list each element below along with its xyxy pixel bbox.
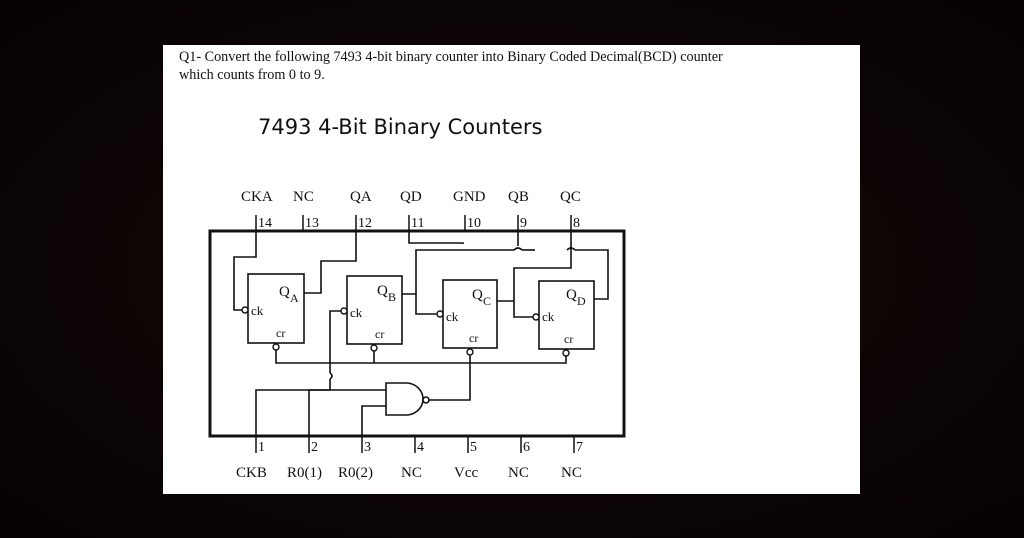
pin-number: 4 xyxy=(417,440,424,455)
cr-label-d: cr xyxy=(564,332,573,346)
pin-number: 14 xyxy=(258,216,272,231)
pin-2: 2 R0(1) xyxy=(287,436,322,481)
nand-gate xyxy=(385,382,430,416)
q-sub-a: A xyxy=(290,291,299,305)
pin-13: 13 NC xyxy=(293,189,319,231)
pin-number: 13 xyxy=(305,216,319,231)
clock-bubble-b xyxy=(340,307,348,315)
diagram-title: 7493 4-Bit Binary Counters xyxy=(258,115,543,139)
clock-bubble-d xyxy=(532,313,540,321)
pin-number: 8 xyxy=(573,216,580,231)
q-label-c: Q xyxy=(472,287,483,303)
nand-output-bubble xyxy=(422,396,430,404)
pin-label: QB xyxy=(508,189,529,205)
pin-label: Vcc xyxy=(454,465,478,481)
q-sub-b: B xyxy=(388,290,396,304)
q-label-b: Q xyxy=(377,283,388,299)
q-sub-d: D xyxy=(577,294,586,308)
pin-number: 10 xyxy=(467,216,481,231)
ic-package-outline xyxy=(208,229,626,438)
top-pin-group: 14 CKA 13 NC 12 QA 11 QD 10 GND xyxy=(241,189,581,231)
pin-14: 14 CKA xyxy=(241,189,273,231)
nand-body xyxy=(385,382,424,416)
pin-label: NC xyxy=(401,465,422,481)
pin-label: NC xyxy=(561,465,582,481)
bottom-pin-group: 1 CKB 2 R0(1) 3 R0(2) 4 NC 5 Vcc xyxy=(236,436,583,481)
ck-label-d: ck xyxy=(542,309,555,324)
pin-1: 1 CKB xyxy=(236,436,267,481)
pin-label: QD xyxy=(400,189,422,205)
pin-9: 9 QB xyxy=(508,189,529,231)
pin-number: 12 xyxy=(358,216,372,231)
pin-3: 3 R0(2) xyxy=(338,436,373,481)
pin-6: 6 NC xyxy=(508,436,530,481)
pin-number: 11 xyxy=(411,216,424,231)
clear-bubble-d xyxy=(562,349,570,357)
pin-number: 3 xyxy=(364,440,371,455)
pin-number: 2 xyxy=(311,440,318,455)
pin-4: 4 NC xyxy=(401,436,424,481)
pin-label: QC xyxy=(560,189,581,205)
pin-8: 8 QC xyxy=(560,189,581,231)
cr-label-c: cr xyxy=(469,331,478,345)
q-sub-c: C xyxy=(483,294,491,308)
pin-number: 9 xyxy=(520,216,527,231)
question-text: Q1- Convert the following 7493 4-bit bin… xyxy=(179,48,859,84)
circuit-diagram: 14 CKA 13 NC 12 QA 11 QD 10 GND xyxy=(208,189,626,481)
clear-bubble-c xyxy=(466,348,474,356)
pin-label: CKB xyxy=(236,465,267,481)
ck-label-c: ck xyxy=(446,309,459,324)
pin-label: GND xyxy=(453,189,486,205)
question-line-1: Q1- Convert the following 7493 4-bit bin… xyxy=(179,49,723,65)
pin-number: 1 xyxy=(258,440,265,455)
ck-label-b: ck xyxy=(350,305,363,320)
pin-number: 7 xyxy=(576,440,583,455)
q-label-a: Q xyxy=(279,284,290,300)
document-page: Q1- Convert the following 7493 4-bit bin… xyxy=(163,45,860,494)
pin-label: R0(1) xyxy=(287,465,322,481)
pin-11: 11 QD xyxy=(400,189,424,231)
clear-bubble-b xyxy=(370,344,378,352)
ck-label-a: ck xyxy=(251,303,264,318)
pin-7: 7 NC xyxy=(561,436,583,481)
question-line-2: which counts from 0 to 9. xyxy=(179,67,325,83)
pin-label: R0(2) xyxy=(338,465,373,481)
cr-label-b: cr xyxy=(375,327,384,341)
pin-5: 5 Vcc xyxy=(454,436,478,481)
pin-number: 6 xyxy=(523,440,530,455)
pin-12: 12 QA xyxy=(350,189,372,231)
cr-label-a: cr xyxy=(276,326,285,340)
wiring xyxy=(233,231,609,436)
flip-flop-labels: ck cr Q A ck cr Q B ck cr Q C ck cr Q D xyxy=(251,283,586,346)
pin-number: 5 xyxy=(470,440,477,455)
inversion-bubbles xyxy=(241,306,570,357)
pin-label: NC xyxy=(508,465,529,481)
q-label-d: Q xyxy=(566,287,577,303)
clear-bubble-a xyxy=(272,343,280,351)
pin-label: NC xyxy=(293,189,314,205)
clock-bubble-c xyxy=(436,310,444,318)
pin-10: 10 GND xyxy=(453,189,486,231)
pin-label: CKA xyxy=(241,189,273,205)
clock-bubble-a xyxy=(241,306,249,314)
pin-label: QA xyxy=(350,189,372,205)
